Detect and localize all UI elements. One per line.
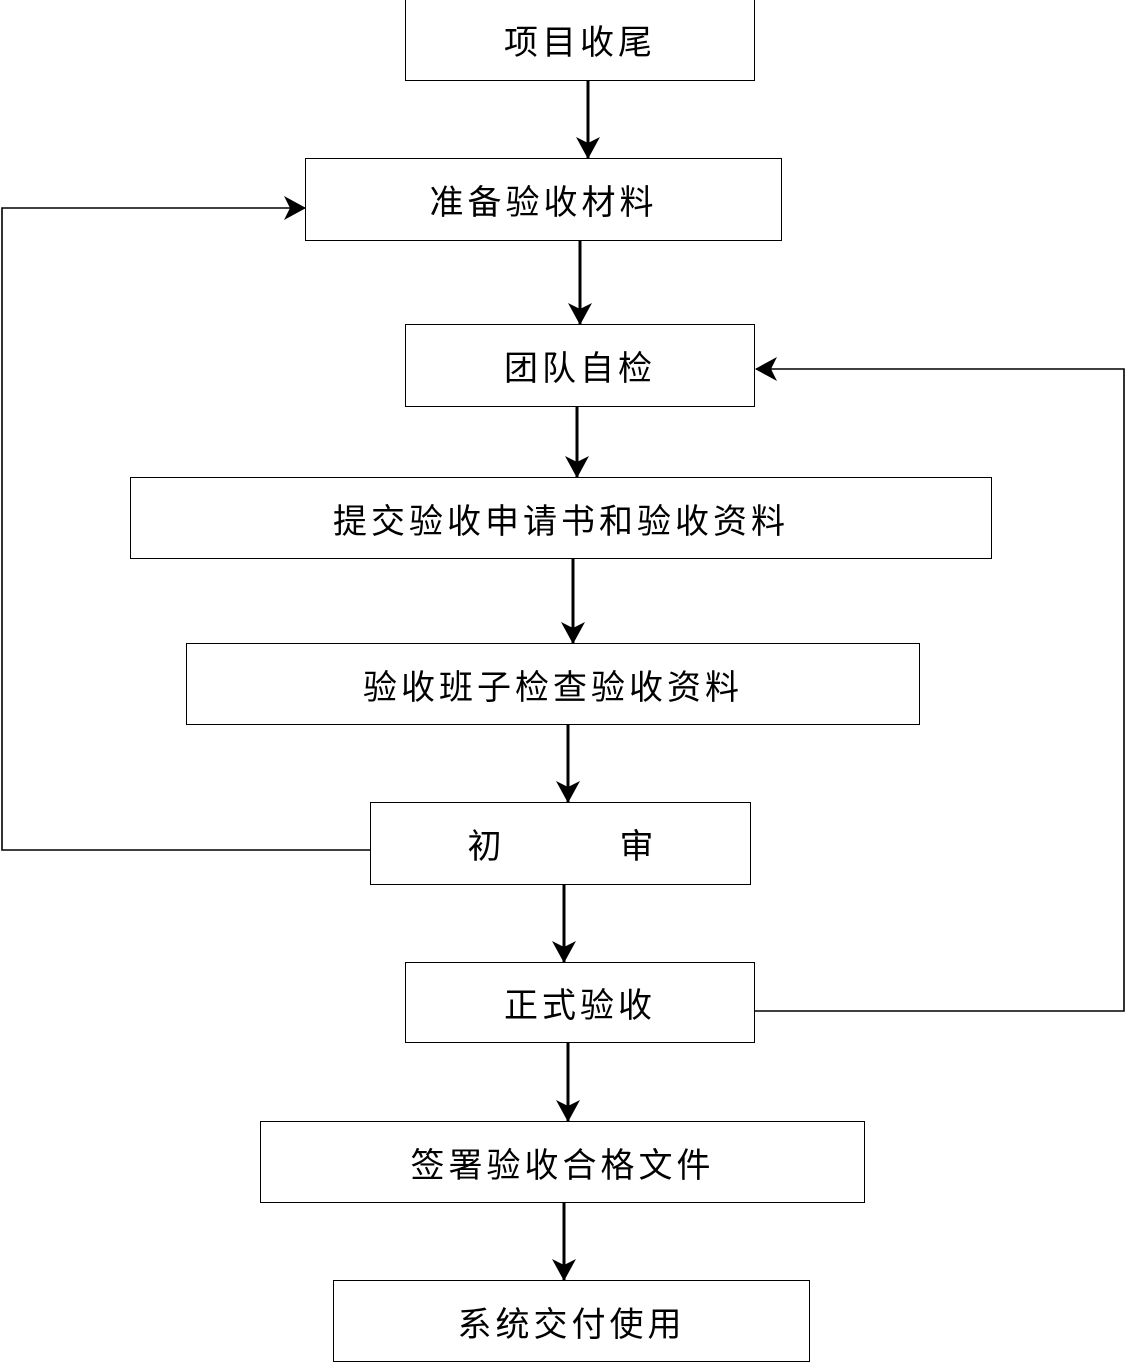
node-formal-acceptance-label: 正式验收 bbox=[504, 986, 656, 1026]
node-system-delivery: 系统交付使用 bbox=[333, 1280, 810, 1362]
node-project-closeout: 项目收尾 bbox=[405, 0, 755, 81]
edge-initial-review-to-prepare-materials bbox=[1, 196, 370, 851]
node-sign-documents: 签署验收合格文件 bbox=[260, 1121, 865, 1203]
node-team-self-check: 团队自检 bbox=[405, 324, 755, 407]
node-team-review-docs-label: 验收班子检查验收资料 bbox=[363, 667, 743, 708]
node-initial-review: 初审 bbox=[370, 802, 751, 885]
node-submit-application: 提交验收申请书和验收资料 bbox=[130, 477, 992, 559]
node-submit-application-label: 提交验收申请书和验收资料 bbox=[333, 501, 789, 542]
node-team-self-check-label: 团队自检 bbox=[504, 349, 656, 389]
node-formal-acceptance: 正式验收 bbox=[405, 962, 755, 1043]
node-prepare-materials: 准备验收材料 bbox=[305, 158, 782, 241]
node-prepare-materials-label: 准备验收材料 bbox=[429, 183, 658, 223]
node-initial-review-label: 初审 bbox=[467, 827, 772, 867]
node-system-delivery-label: 系统交付使用 bbox=[457, 1304, 686, 1345]
node-team-review-docs: 验收班子检查验收资料 bbox=[186, 643, 920, 725]
edge-formal-acceptance-to-team-self-check bbox=[755, 357, 1125, 1012]
node-project-closeout-label: 项目收尾 bbox=[504, 23, 656, 63]
node-sign-documents-label: 签署验收合格文件 bbox=[410, 1145, 715, 1186]
